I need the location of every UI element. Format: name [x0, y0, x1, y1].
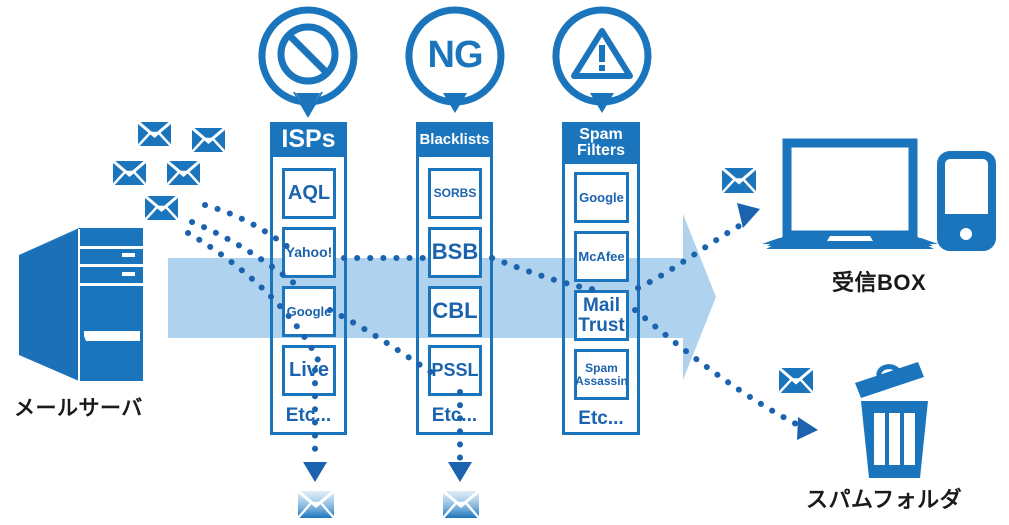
column-spam-filters-item-0[interactable]: Google — [574, 172, 629, 223]
column-isps-header: ISPs — [270, 122, 347, 157]
spam-folder-label: スパムフォルダ — [806, 487, 963, 512]
item-line-0: Spam — [585, 361, 618, 376]
trash-can-icon — [855, 362, 928, 478]
column-blacklists-item-1[interactable]: BSB — [428, 227, 482, 278]
column-spam-filters[interactable]: Spam Filters Google McAfee Mail Trust Sp… — [562, 122, 640, 435]
column-blacklists[interactable]: Blacklists SORBS BSB CBL PSSL Etc... — [416, 122, 493, 435]
arrowhead-down-blacklists — [448, 462, 472, 482]
column-spam-filters-footer: Etc... — [578, 408, 624, 429]
callout-ng — [405, 6, 505, 113]
trajectory-spamfilters-to-inbox — [635, 219, 749, 291]
arrowhead-to-inbox — [737, 203, 760, 228]
column-blacklists-item-3[interactable]: PSSL — [428, 345, 482, 396]
arrowhead-to-spamfolder — [797, 417, 818, 440]
envelope-icon — [112, 159, 147, 186]
envelope-icon — [778, 366, 814, 394]
callout-warning — [552, 6, 652, 113]
laptop-icon — [762, 138, 938, 249]
item-line-1: Assassin — [575, 373, 628, 388]
envelope-icon — [721, 166, 757, 194]
trajectory-arrowheads — [303, 203, 818, 482]
trajectory-spamfilters-to-spamfolder — [632, 307, 803, 429]
envelope-icon — [166, 159, 201, 186]
column-blacklists-item-2[interactable]: CBL — [428, 286, 482, 337]
smartphone-icon — [937, 151, 996, 251]
mail-server-tower-icon — [19, 228, 143, 381]
mail-server-label: メールサーバ — [14, 397, 143, 420]
inbox-label: 受信BOX — [832, 270, 927, 295]
column-spam-filters-item-2[interactable]: Mail Trust — [574, 290, 629, 341]
envelope-icon — [191, 126, 226, 153]
envelope-icon-faded — [442, 489, 480, 519]
column-isps[interactable]: ISPs AQL Yahoo! Google Live Etc... — [270, 122, 347, 435]
column-isps-item-1[interactable]: Yahoo! — [282, 227, 336, 278]
warning-triangle-icon — [571, 28, 633, 79]
column-isps-item-0[interactable]: AQL — [282, 168, 336, 219]
column-spam-filters-item-3[interactable]: Spam Assassin — [574, 349, 629, 400]
ng-badge-icon: NG — [427, 34, 484, 76]
column-blacklists-header: Blacklists — [416, 122, 493, 157]
column-blacklists-frame — [416, 157, 493, 435]
item-line-0: Mail — [583, 295, 620, 317]
trajectory-blacklists-to-spamfilters — [489, 255, 607, 294]
column-isps-item-2[interactable]: Google — [282, 286, 336, 337]
envelope-icon — [137, 120, 172, 147]
column-blacklists-item-0[interactable]: SORBS — [428, 168, 482, 219]
item-line-1: Trust — [578, 314, 625, 336]
trajectory-server-to-isps-1 — [202, 202, 291, 250]
callout-prohibited — [258, 6, 358, 118]
column-spam-filters-header: Spam Filters — [562, 122, 640, 164]
column-isps-footer: Etc... — [285, 405, 332, 426]
prohibited-sign-icon — [277, 23, 339, 85]
envelope-icon — [144, 194, 179, 221]
callout-ng-text-wrap: NG — [420, 34, 490, 78]
trajectory-server-to-isps-3 — [185, 230, 321, 363]
column-spam-filters-item-1[interactable]: McAfee — [574, 231, 629, 282]
column-spam-filters-header-line-1: Filters — [576, 142, 625, 159]
column-blacklists-footer: Etc... — [431, 405, 478, 426]
column-spam-filters-frame — [562, 164, 640, 435]
trajectory-isps-google-down — [327, 307, 443, 381]
arrowhead-down-isps — [303, 462, 327, 482]
trajectory-server-to-isps-2 — [189, 219, 303, 291]
column-isps-item-3[interactable]: Live — [282, 345, 336, 396]
envelope-icon-faded — [297, 489, 335, 519]
column-spam-filters-header-line-0: Spam — [579, 125, 623, 143]
